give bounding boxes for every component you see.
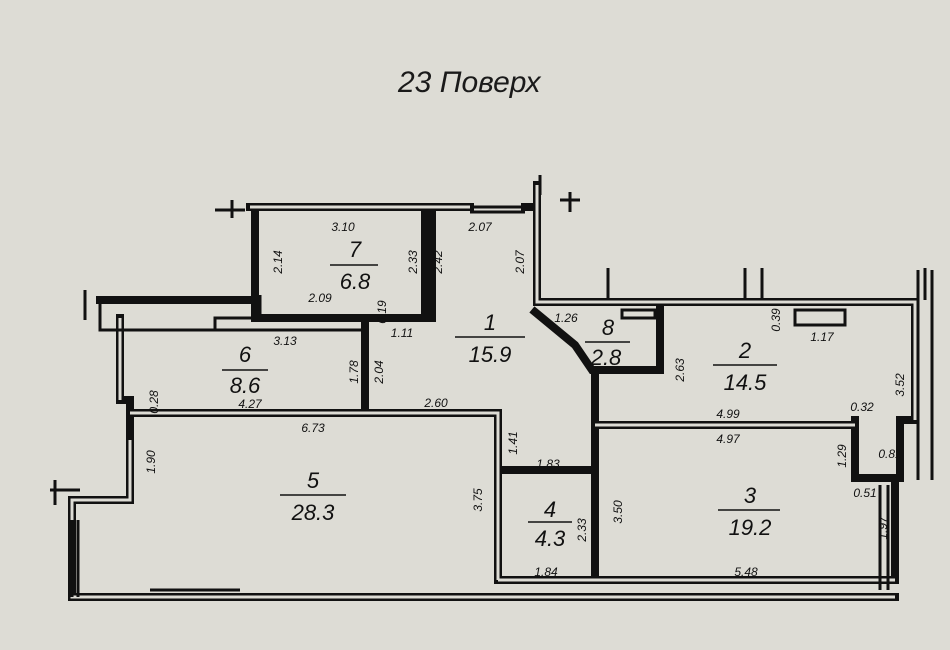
svg-text:1.97: 1.97 bbox=[876, 515, 890, 540]
svg-text:2.14: 2.14 bbox=[271, 250, 285, 275]
svg-text:1.84: 1.84 bbox=[534, 565, 558, 579]
room-1: 115.9 bbox=[455, 310, 525, 367]
svg-text:7: 7 bbox=[349, 237, 362, 262]
svg-text:1.83: 1.83 bbox=[536, 457, 560, 471]
svg-text:3.52: 3.52 bbox=[893, 373, 907, 397]
svg-text:6.8: 6.8 bbox=[340, 269, 371, 294]
svg-text:2: 2 bbox=[738, 338, 751, 363]
svg-text:2.8: 2.8 bbox=[590, 345, 622, 370]
room-2: 214.5 bbox=[713, 338, 777, 395]
svg-text:1.26: 1.26 bbox=[554, 311, 578, 325]
svg-text:8: 8 bbox=[602, 315, 615, 340]
svg-text:19.2: 19.2 bbox=[729, 515, 772, 540]
svg-text:2.07: 2.07 bbox=[513, 249, 527, 275]
svg-text:2.04: 2.04 bbox=[372, 360, 386, 385]
svg-text:3.10: 3.10 bbox=[331, 220, 355, 234]
room-6: 68.6 bbox=[222, 342, 268, 398]
svg-text:15.9: 15.9 bbox=[469, 342, 512, 367]
svg-text:1: 1 bbox=[484, 310, 496, 335]
svg-text:0.39: 0.39 bbox=[769, 308, 783, 332]
svg-text:0.28: 0.28 bbox=[147, 390, 161, 414]
svg-text:5: 5 bbox=[307, 468, 320, 493]
room-4: 44.3 bbox=[528, 497, 572, 551]
svg-text:0.19: 0.19 bbox=[375, 300, 389, 324]
svg-text:4.3: 4.3 bbox=[535, 526, 566, 551]
room-7: 76.8 bbox=[330, 237, 378, 294]
svg-text:3: 3 bbox=[744, 483, 757, 508]
svg-text:1.29: 1.29 bbox=[835, 444, 849, 468]
svg-text:2.09: 2.09 bbox=[307, 291, 332, 305]
svg-text:4.99: 4.99 bbox=[716, 407, 740, 421]
svg-text:2.42: 2.42 bbox=[431, 250, 445, 275]
svg-text:6: 6 bbox=[239, 342, 252, 367]
svg-text:1.78: 1.78 bbox=[347, 360, 361, 384]
svg-text:1.17: 1.17 bbox=[810, 330, 835, 344]
svg-text:3.13: 3.13 bbox=[273, 334, 297, 348]
dimension-labels: 3.10 2.07 2.14 2.33 2.42 2.07 2.09 0.19 … bbox=[144, 220, 907, 579]
svg-text:2.33: 2.33 bbox=[406, 250, 420, 275]
svg-text:0.81: 0.81 bbox=[878, 447, 901, 461]
room-labels: 115.9 214.5 319.2 44.3 528.3 68.6 76.8 8… bbox=[222, 237, 780, 551]
walls bbox=[50, 175, 934, 601]
svg-text:4: 4 bbox=[544, 497, 556, 522]
svg-text:8.6: 8.6 bbox=[230, 373, 261, 398]
floor-title: 23 Поверх bbox=[397, 66, 542, 99]
svg-text:2.33: 2.33 bbox=[575, 518, 589, 543]
room-3: 319.2 bbox=[718, 483, 780, 540]
room-8: 82.8 bbox=[585, 315, 630, 370]
svg-text:5.48: 5.48 bbox=[734, 565, 758, 579]
svg-text:3.50: 3.50 bbox=[611, 500, 625, 524]
svg-text:1.41: 1.41 bbox=[506, 431, 520, 454]
svg-text:28.3: 28.3 bbox=[291, 500, 336, 525]
svg-text:2.60: 2.60 bbox=[423, 396, 448, 410]
svg-text:4.97: 4.97 bbox=[716, 432, 741, 446]
svg-text:1.90: 1.90 bbox=[144, 450, 158, 474]
svg-text:2.63: 2.63 bbox=[673, 358, 687, 383]
room-5: 528.3 bbox=[280, 468, 346, 525]
svg-text:0.32: 0.32 bbox=[850, 400, 874, 414]
svg-text:14.5: 14.5 bbox=[724, 370, 768, 395]
svg-text:2.07: 2.07 bbox=[467, 220, 493, 234]
svg-text:3.75: 3.75 bbox=[471, 488, 485, 512]
svg-text:0.51: 0.51 bbox=[853, 486, 876, 500]
svg-text:6.73: 6.73 bbox=[301, 421, 325, 435]
svg-text:1.11: 1.11 bbox=[391, 326, 413, 340]
svg-text:4.27: 4.27 bbox=[238, 397, 263, 411]
